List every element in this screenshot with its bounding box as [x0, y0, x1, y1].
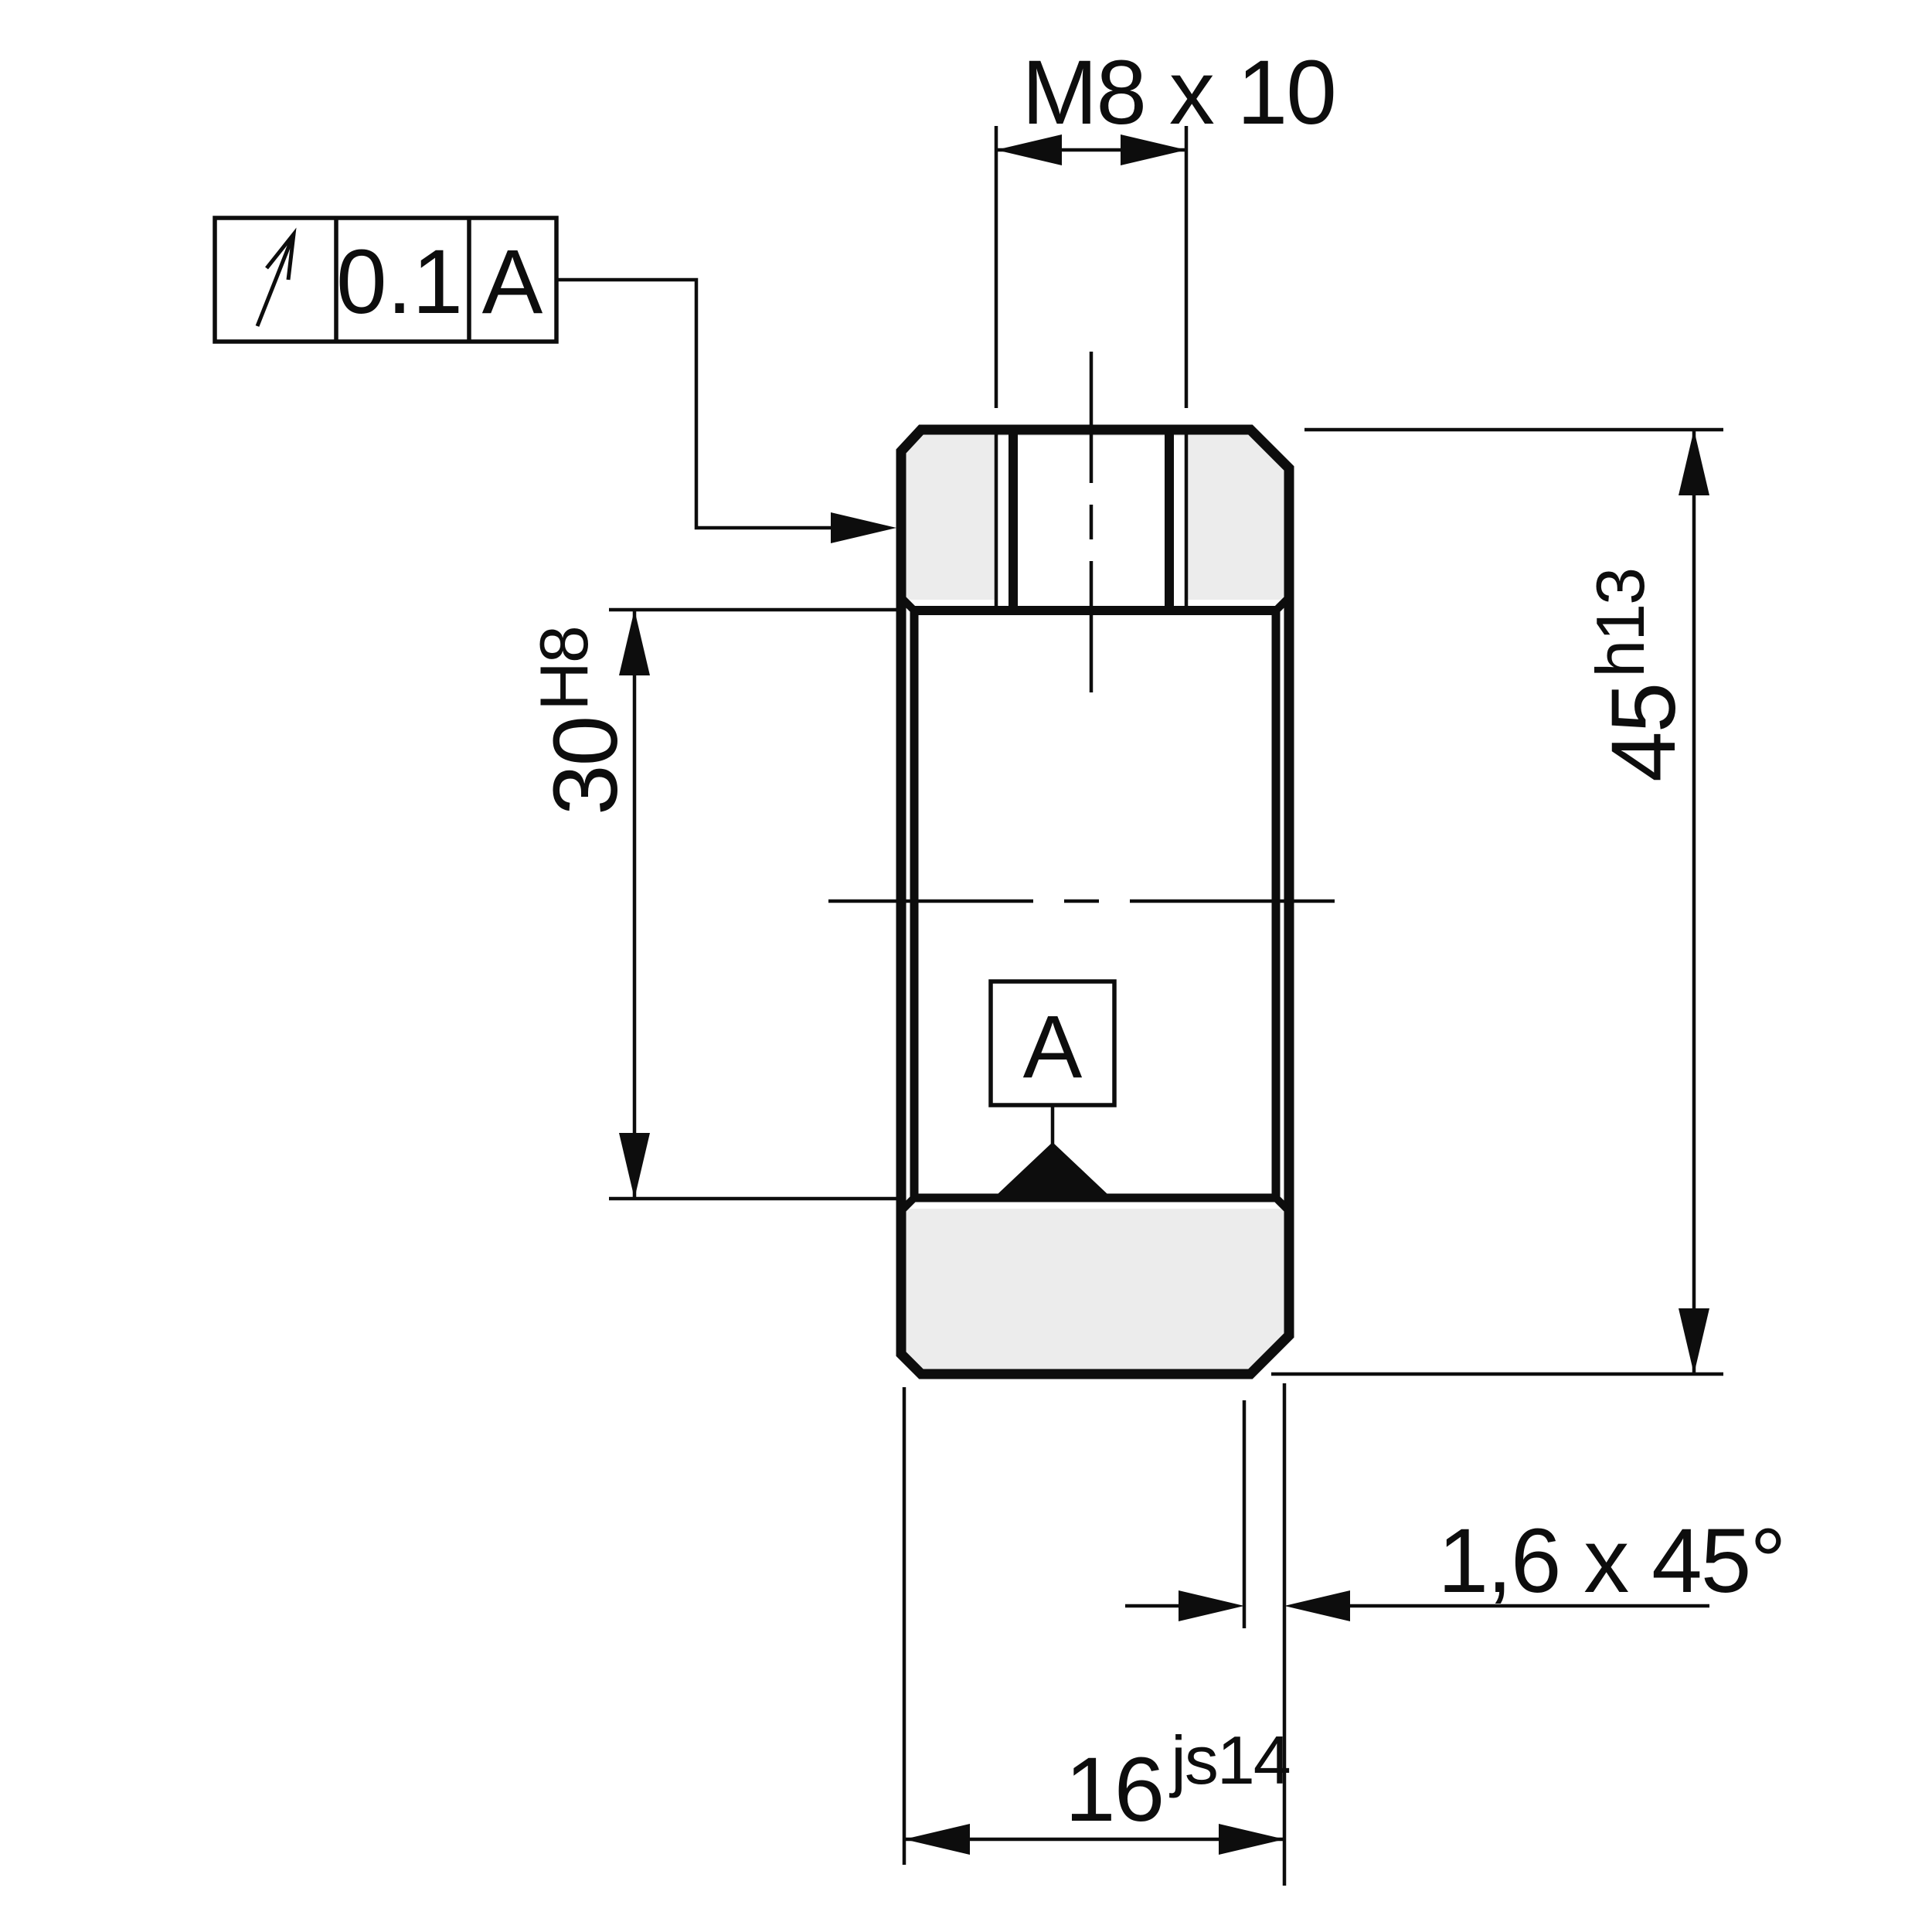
- chamfer-callout-text: 1,6 x 45°: [1437, 1510, 1784, 1612]
- arrowhead-down-icon: [1679, 1308, 1709, 1374]
- datum-label-text: A: [1023, 998, 1083, 1097]
- arrowhead-up-icon: [1679, 430, 1709, 495]
- dim-bore: 30H8: [526, 607, 896, 1201]
- tolerance-frame: 0.1 A: [213, 216, 896, 543]
- arrowhead-left-icon: [996, 134, 1062, 165]
- dim-height: 45h13: [1271, 427, 1723, 1376]
- arrowhead-right-icon: [1179, 1590, 1244, 1621]
- height-dimension-text: 45h13: [1582, 569, 1695, 782]
- arrowhead-down-icon: [619, 1133, 650, 1199]
- width-value: 16: [1065, 1739, 1163, 1841]
- runout-arrow-shaft: [255, 233, 296, 327]
- base-top-chamfer-left: [900, 1195, 917, 1212]
- leader-arrowhead-icon: [831, 512, 896, 543]
- height-fit: h13: [1582, 569, 1658, 678]
- head-bottom-chamfer-left: [900, 597, 917, 614]
- arrowhead-up-icon: [619, 610, 650, 675]
- tolerance-leader-line: [556, 277, 835, 530]
- arrowhead-left-icon: [1284, 1590, 1350, 1621]
- arrowhead-right-icon: [1121, 134, 1186, 165]
- dim-thread: M8 x 10: [994, 42, 1337, 408]
- datum-label-box: [988, 979, 1117, 1107]
- arrowhead-right-icon: [1219, 1824, 1284, 1855]
- feature-control-frame: [213, 216, 559, 344]
- tolerance-datum-text: A: [482, 231, 543, 333]
- head-bottom-chamfer-right: [1273, 597, 1290, 614]
- height-value: 45: [1593, 684, 1695, 782]
- bore-value: 30: [535, 717, 637, 815]
- base-top-chamfer-right: [1273, 1195, 1290, 1212]
- bore-cavity: [906, 600, 1284, 1209]
- tolerance-value-text: 0.1: [336, 231, 463, 333]
- dim-chamfer: 1,6 x 45°: [1125, 1400, 1787, 1628]
- circular-runout-icon: [255, 227, 297, 327]
- bore-fit: H8: [526, 627, 602, 711]
- bore-dimension-text: 30H8: [526, 627, 637, 815]
- datum-feature: A: [988, 979, 1117, 1195]
- arrowhead-left-icon: [904, 1824, 970, 1855]
- width-fit: js14: [1168, 1722, 1289, 1798]
- datum-feature-triangle-icon: [997, 1142, 1108, 1195]
- runout-arrow-head: [265, 227, 297, 281]
- centerlines: [828, 352, 1362, 903]
- thread-callout-text: M8 x 10: [1022, 42, 1335, 144]
